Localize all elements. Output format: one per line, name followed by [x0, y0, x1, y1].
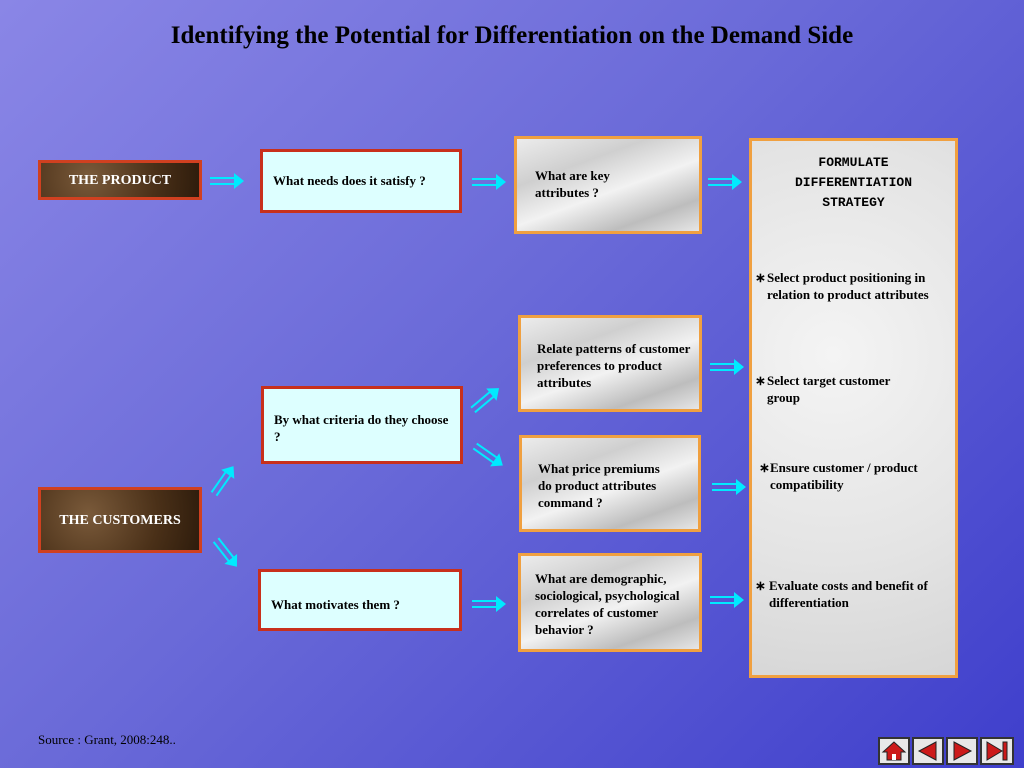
bullet-marker: ∗	[755, 373, 766, 388]
strategy-bullet-costs: Evaluate costs and benefit of differenti…	[769, 578, 928, 610]
criteria-question-box: By what criteria do they choose ?	[261, 386, 463, 464]
strategy-bullet-positioning: Select product positioning in relation t…	[767, 270, 929, 302]
arrow-customers-to-criteria	[206, 460, 242, 500]
arrow-criteria-to-premiums	[469, 438, 509, 474]
attributes-text: What are key attributes ?	[535, 168, 610, 200]
arrow-criteria-to-patterns	[466, 381, 506, 418]
product-label: THE PRODUCT	[68, 173, 172, 188]
arrow-attributes-to-strategy	[707, 173, 743, 191]
product-box: THE PRODUCT	[38, 160, 202, 200]
bullet-marker: ∗	[759, 460, 770, 475]
motivates-question-text: What motivates them ?	[271, 597, 400, 612]
attributes-box: What are key attributes ?	[514, 136, 702, 234]
end-button[interactable]	[980, 737, 1014, 765]
arrow-customers-to-motivates	[208, 534, 245, 573]
arrow-premiums-to-strategy	[711, 478, 747, 496]
demographic-box: What are demographic, sociological, psyc…	[518, 553, 702, 652]
previous-icon	[917, 741, 937, 761]
arrow-demographic-to-strategy	[709, 591, 745, 609]
customers-label: THE CUSTOMERS	[59, 513, 181, 528]
arrow-motivates-to-demographic	[471, 595, 507, 613]
motivates-question-box: What motivates them ?	[258, 569, 462, 631]
arrow-needs-to-attributes	[471, 173, 507, 191]
source-citation: Source : Grant, 2008:248..	[38, 732, 176, 747]
premiums-box: What price premiums do product attribute…	[519, 435, 701, 532]
demographic-text: What are demographic, sociological, psyc…	[535, 571, 680, 637]
strategy-heading-line3: STRATEGY	[822, 195, 885, 210]
strategy-heading: FORMULATE DIFFERENTIATION STRATEGY	[752, 153, 955, 213]
bullet-marker: ∗	[755, 270, 766, 285]
strategy-panel: FORMULATE DIFFERENTIATION STRATEGY ∗ Sel…	[749, 138, 958, 678]
needs-question-box: What needs does it satisfy ?	[260, 149, 462, 213]
next-icon	[953, 741, 973, 761]
home-icon	[881, 741, 907, 761]
bullet-marker: ∗	[755, 578, 766, 593]
patterns-box: Relate patterns of customer preferences …	[518, 315, 702, 412]
criteria-question-text: By what criteria do they choose ?	[274, 412, 449, 444]
arrow-patterns-to-strategy	[709, 358, 745, 376]
patterns-text: Relate patterns of customer preferences …	[537, 341, 691, 390]
premiums-text: What price premiums do product attribute…	[538, 461, 660, 510]
strategy-bullet-target: Select target customer group	[767, 373, 891, 405]
next-button[interactable]	[946, 737, 978, 765]
arrow-product-to-needs	[209, 172, 245, 190]
strategy-bullet-compatibility: Ensure customer / product compatibility	[770, 460, 918, 492]
end-icon	[986, 741, 1008, 761]
customers-box: THE CUSTOMERS	[38, 487, 202, 553]
strategy-heading-line1: FORMULATE	[818, 155, 889, 170]
needs-question-text: What needs does it satisfy ?	[273, 173, 426, 188]
strategy-heading-line2: DIFFERENTIATION	[794, 175, 913, 190]
page-title: Identifying the Potential for Differenti…	[170, 22, 854, 49]
home-button[interactable]	[878, 737, 910, 765]
previous-button[interactable]	[912, 737, 944, 765]
